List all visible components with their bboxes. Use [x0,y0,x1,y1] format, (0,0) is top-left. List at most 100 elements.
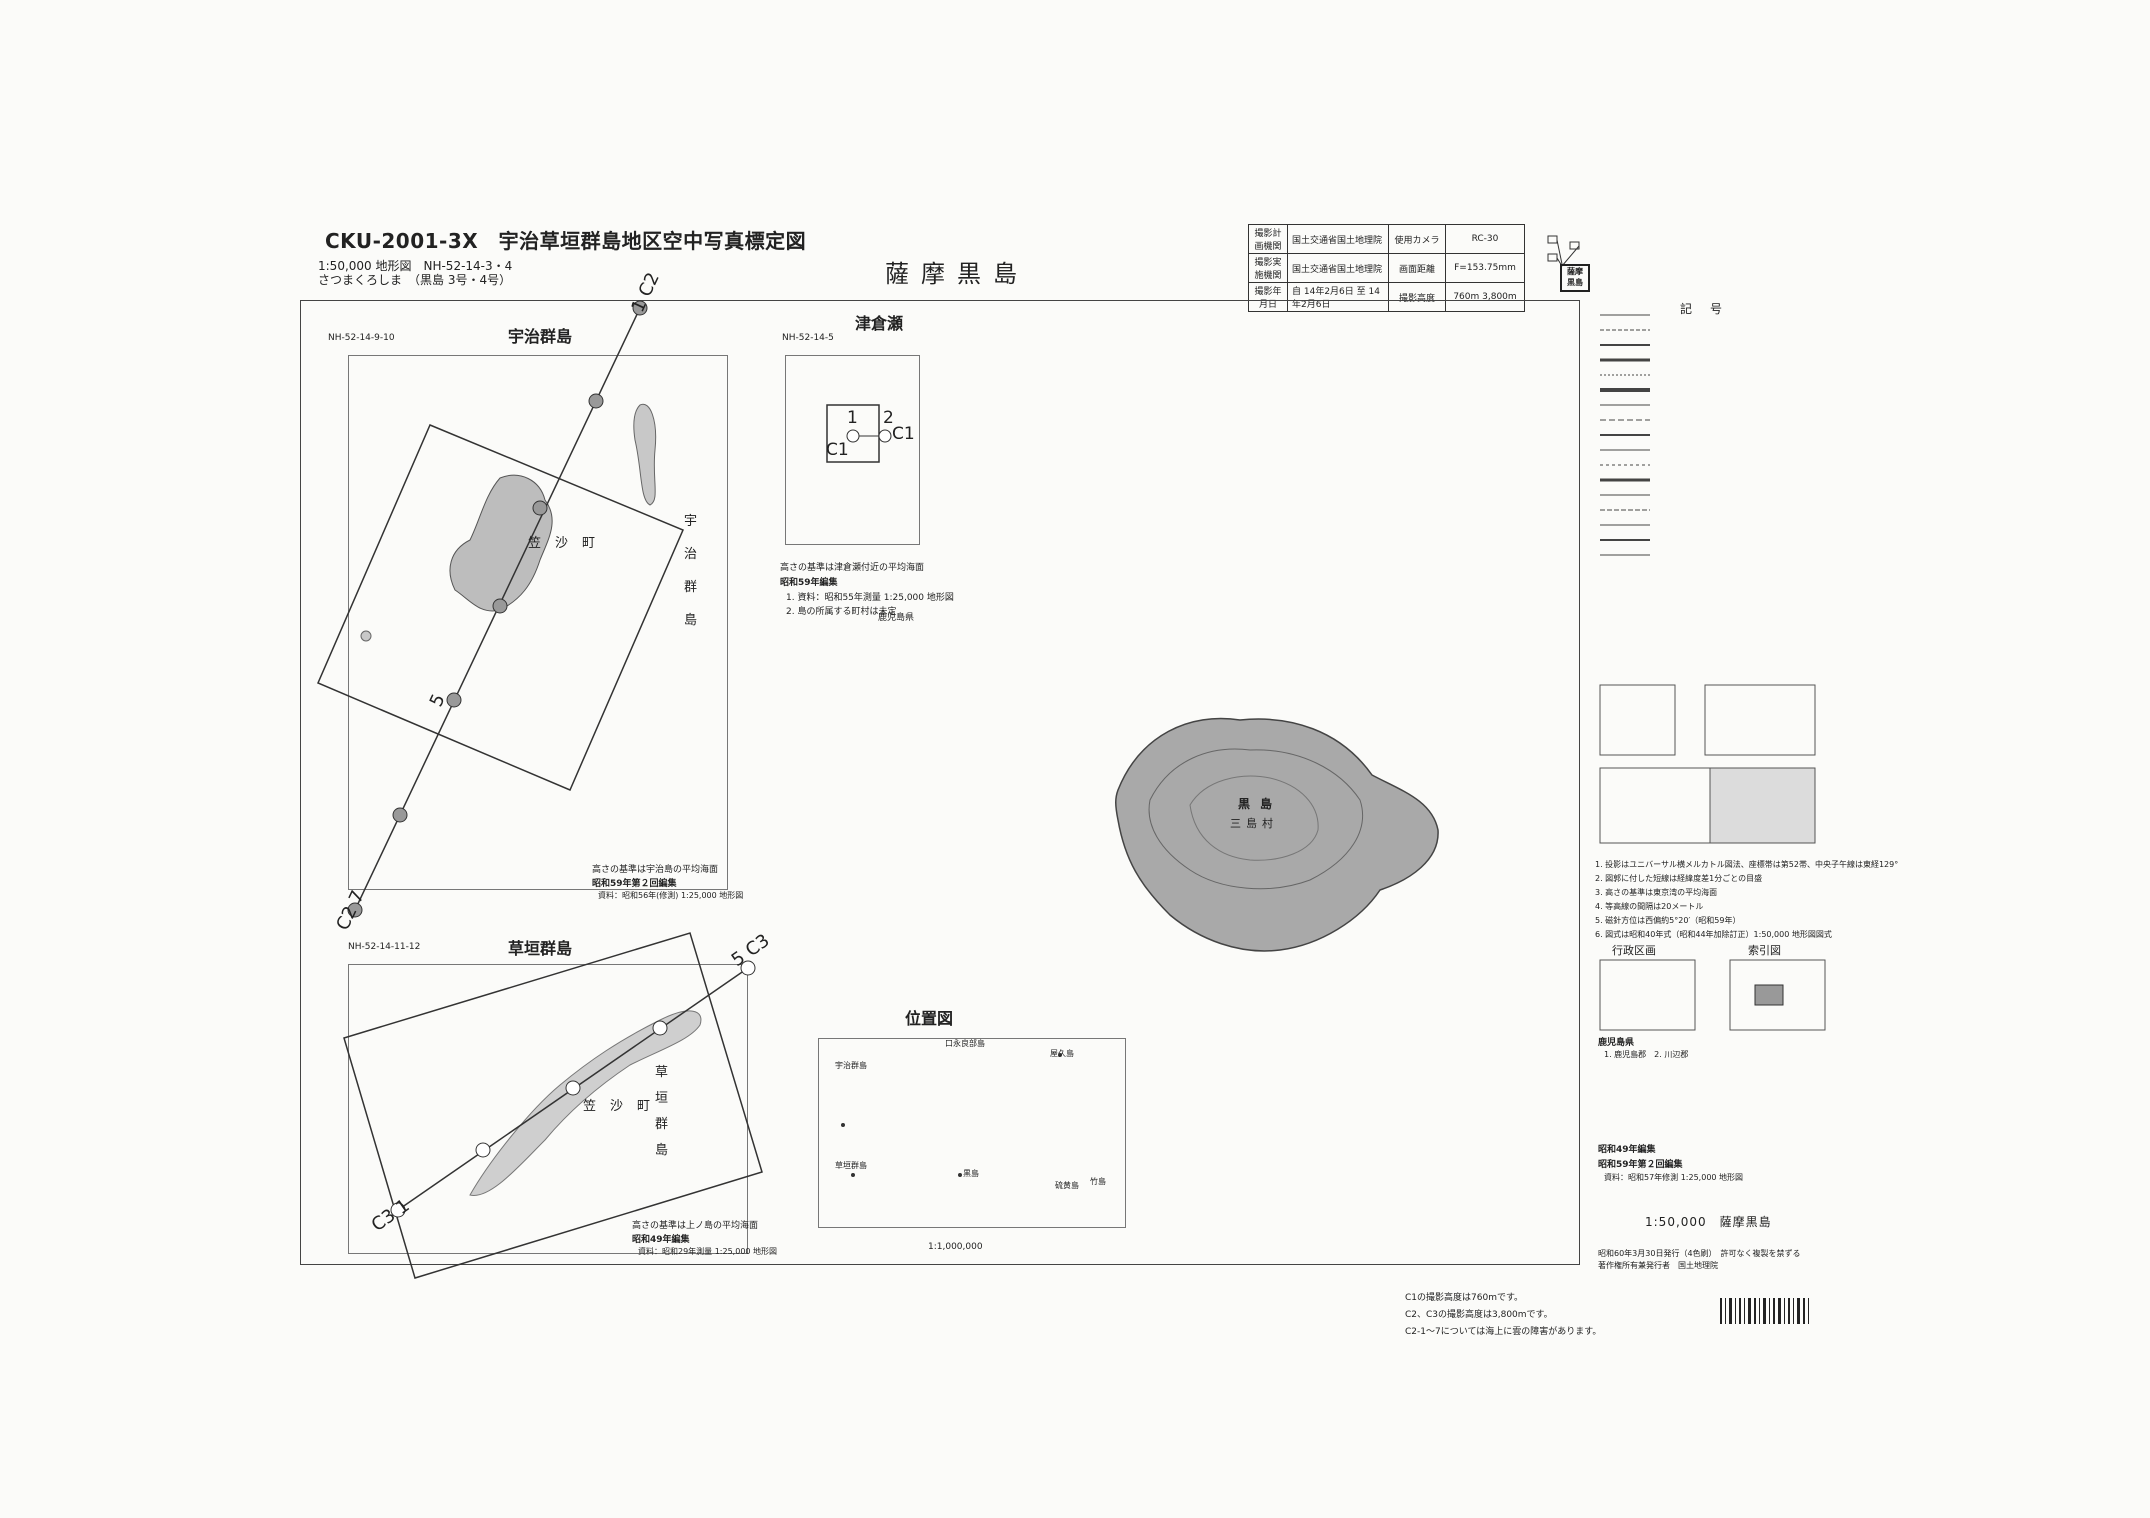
uji-side-char: 島 [684,613,698,628]
photo-info-table: 撮影計画機関 国土交通省国土地理院 使用カメラ RC-30 撮影実施機関 国土交… [1248,224,1525,312]
info-value: 国土交通省国土地理院 [1287,253,1389,283]
photo-note: C1の撮影高度は760mです。 [1405,1293,1524,1303]
barcode-bar [1793,1298,1794,1324]
uji-side-label: 宇 治 群 島 [684,505,698,637]
uji-east-island [633,403,657,506]
legend-note: 3. 高さの基準は東京湾の平均海面 [1595,888,1718,897]
info-value: 760m 3,800m [1445,282,1525,312]
kusagaki-town-char: 沙 [610,1099,638,1114]
kusagaki-sheet-id: NH-52-14-11-12 [348,942,421,952]
kuroshima-contour [1189,775,1319,861]
kuroshima-village: 三島村 [1230,817,1278,830]
c1-photo-center [846,429,860,443]
c3-photo-center [565,1080,581,1096]
barcode-bar [1784,1298,1785,1324]
edit-note: 昭和49年編集 [1598,1145,1656,1155]
uji-inset-title: 宇治群島 [508,327,573,346]
barcode [1720,1298,1809,1324]
kuroshima-contour [1148,748,1364,890]
photo-note: C2、C3の撮影高度は3,800mです。 [1405,1310,1553,1320]
uji-side-char: 群 [684,580,698,595]
barcode-bar [1739,1298,1741,1324]
map-frame [300,300,1580,1265]
admin-pref: 鹿児島県 [1598,1038,1635,1048]
legend-title: 記号 [1680,302,1741,316]
legend-note: 2. 図郭に付した短線は経緯度差1分ごとの目盛 [1595,874,1763,883]
c1-start-number: 1 [847,408,858,428]
tsukura-inset-frame [785,355,920,545]
location-dot [958,1173,962,1177]
kusagaki-side-label: 草 垣 群 島 [655,1060,669,1164]
c1-photo-center [878,429,892,443]
kuroshima-island [1115,717,1439,952]
c3-photo-center [740,960,756,976]
uji-note: 高さの基準は宇治島の平均海面 [592,865,719,875]
kusagaki-inset-title: 草垣群島 [508,939,573,958]
tsukura-note: 2. 島の所属する町村は未定 [786,607,897,617]
index-sheet-box [1547,235,1558,244]
info-value: F=153.75mm [1445,253,1525,283]
barcode-bar [1808,1298,1809,1324]
info-key: 使用カメラ [1388,224,1446,254]
barcode-bar [1744,1298,1745,1324]
location-label: 宇治群島 [835,1061,867,1070]
map-series-label: 1:50,000 地形図 NH-52-14-3・4 [318,259,513,273]
barcode-bar [1729,1298,1732,1324]
c2-photo-center [347,902,363,918]
uji-town-label: 笠沙町 [528,532,609,551]
tsukura-pref: 鹿児島県 [878,613,915,623]
legend-notes: 1. 投影はユニバーサル横メルカトル図法、座標帯は第52帯、中央子午線は東経12… [1595,858,1898,942]
location-label: 硫黄島 [1055,1181,1079,1190]
barcode-bar [1773,1298,1775,1324]
info-key: 撮影年月日 [1248,282,1288,312]
barcode-bar [1720,1298,1722,1324]
info-value: 自 14年2月6日 至 14年2月6日 [1287,282,1389,312]
location-label: 屋久島 [1050,1049,1074,1058]
uji-islet [360,630,372,642]
publication-line: 昭和60年3月30日発行（4色刷） 許可なく複製を禁ずる [1598,1249,1801,1258]
barcode-bar [1797,1298,1800,1324]
barcode-bar [1803,1298,1805,1324]
uji-photo-footprint [317,424,684,791]
legend-note: 6. 図式は昭和40年式（昭和44年加除訂正）1:50,000 地形図図式 [1595,930,1832,939]
kusagaki-side-char: 草 [655,1065,669,1080]
index-map-box [1729,959,1826,1031]
c2-photo-center [632,300,648,316]
badge-line: 薩摩 [1567,267,1583,276]
uji-sheet-id: NH-52-14-9-10 [328,333,395,343]
barcode-bar [1759,1298,1760,1324]
bottom-scale-title: 1:50,000 薩摩黒島 [1645,1215,1772,1229]
location-label: 草垣群島 [835,1161,867,1170]
uji-note: 昭和59年第２回編集 [592,879,677,889]
location-dot [1058,1053,1062,1057]
c2-photo-center [492,598,508,614]
info-row: 撮影年月日 自 14年2月6日 至 14年2月6日 撮影高度 760m 3,80… [1248,282,1525,312]
c3-photo-center [475,1142,491,1158]
uji-town-char: 町 [582,536,610,551]
barcode-bar [1748,1298,1751,1324]
kusagaki-photo-footprint [343,932,763,1279]
kusagaki-note: 資料：昭和29年測量 1:25,000 地形図 [638,1247,778,1256]
legend-note: 5. 磁針方位は西偏約5°20′（昭和59年） [1595,916,1741,925]
location-map-frame [818,1038,1126,1228]
barcode-bar [1769,1298,1770,1324]
uji-inset-frame [348,355,728,890]
publication-line: 著作権所有兼発行者 国土地理院 [1598,1261,1718,1270]
legend-note: 4. 等高線の間隔は20メートル [1595,902,1704,911]
edit-note: 資料：昭和57年修測 1:25,000 地形図 [1604,1173,1744,1182]
uji-side-char: 宇 [684,514,698,529]
legend-sample-box [1599,767,1711,844]
c3-photo-center [652,1020,668,1036]
legend-sample-box [1704,684,1816,756]
kusagaki-inset-frame [348,964,748,1254]
uji-town-char: 沙 [555,536,583,551]
c2-photo-center [532,500,548,516]
location-dot [841,1123,845,1127]
tsukura-sheet-id: NH-52-14-5 [782,333,834,343]
barcode-bar [1788,1298,1790,1324]
tsukura-note: 高さの基準は津倉瀬付近の平均海面 [780,563,925,573]
kusagaki-side-char: 島 [655,1143,669,1158]
barcode-bar [1754,1298,1756,1324]
c2-photo-center [392,807,408,823]
